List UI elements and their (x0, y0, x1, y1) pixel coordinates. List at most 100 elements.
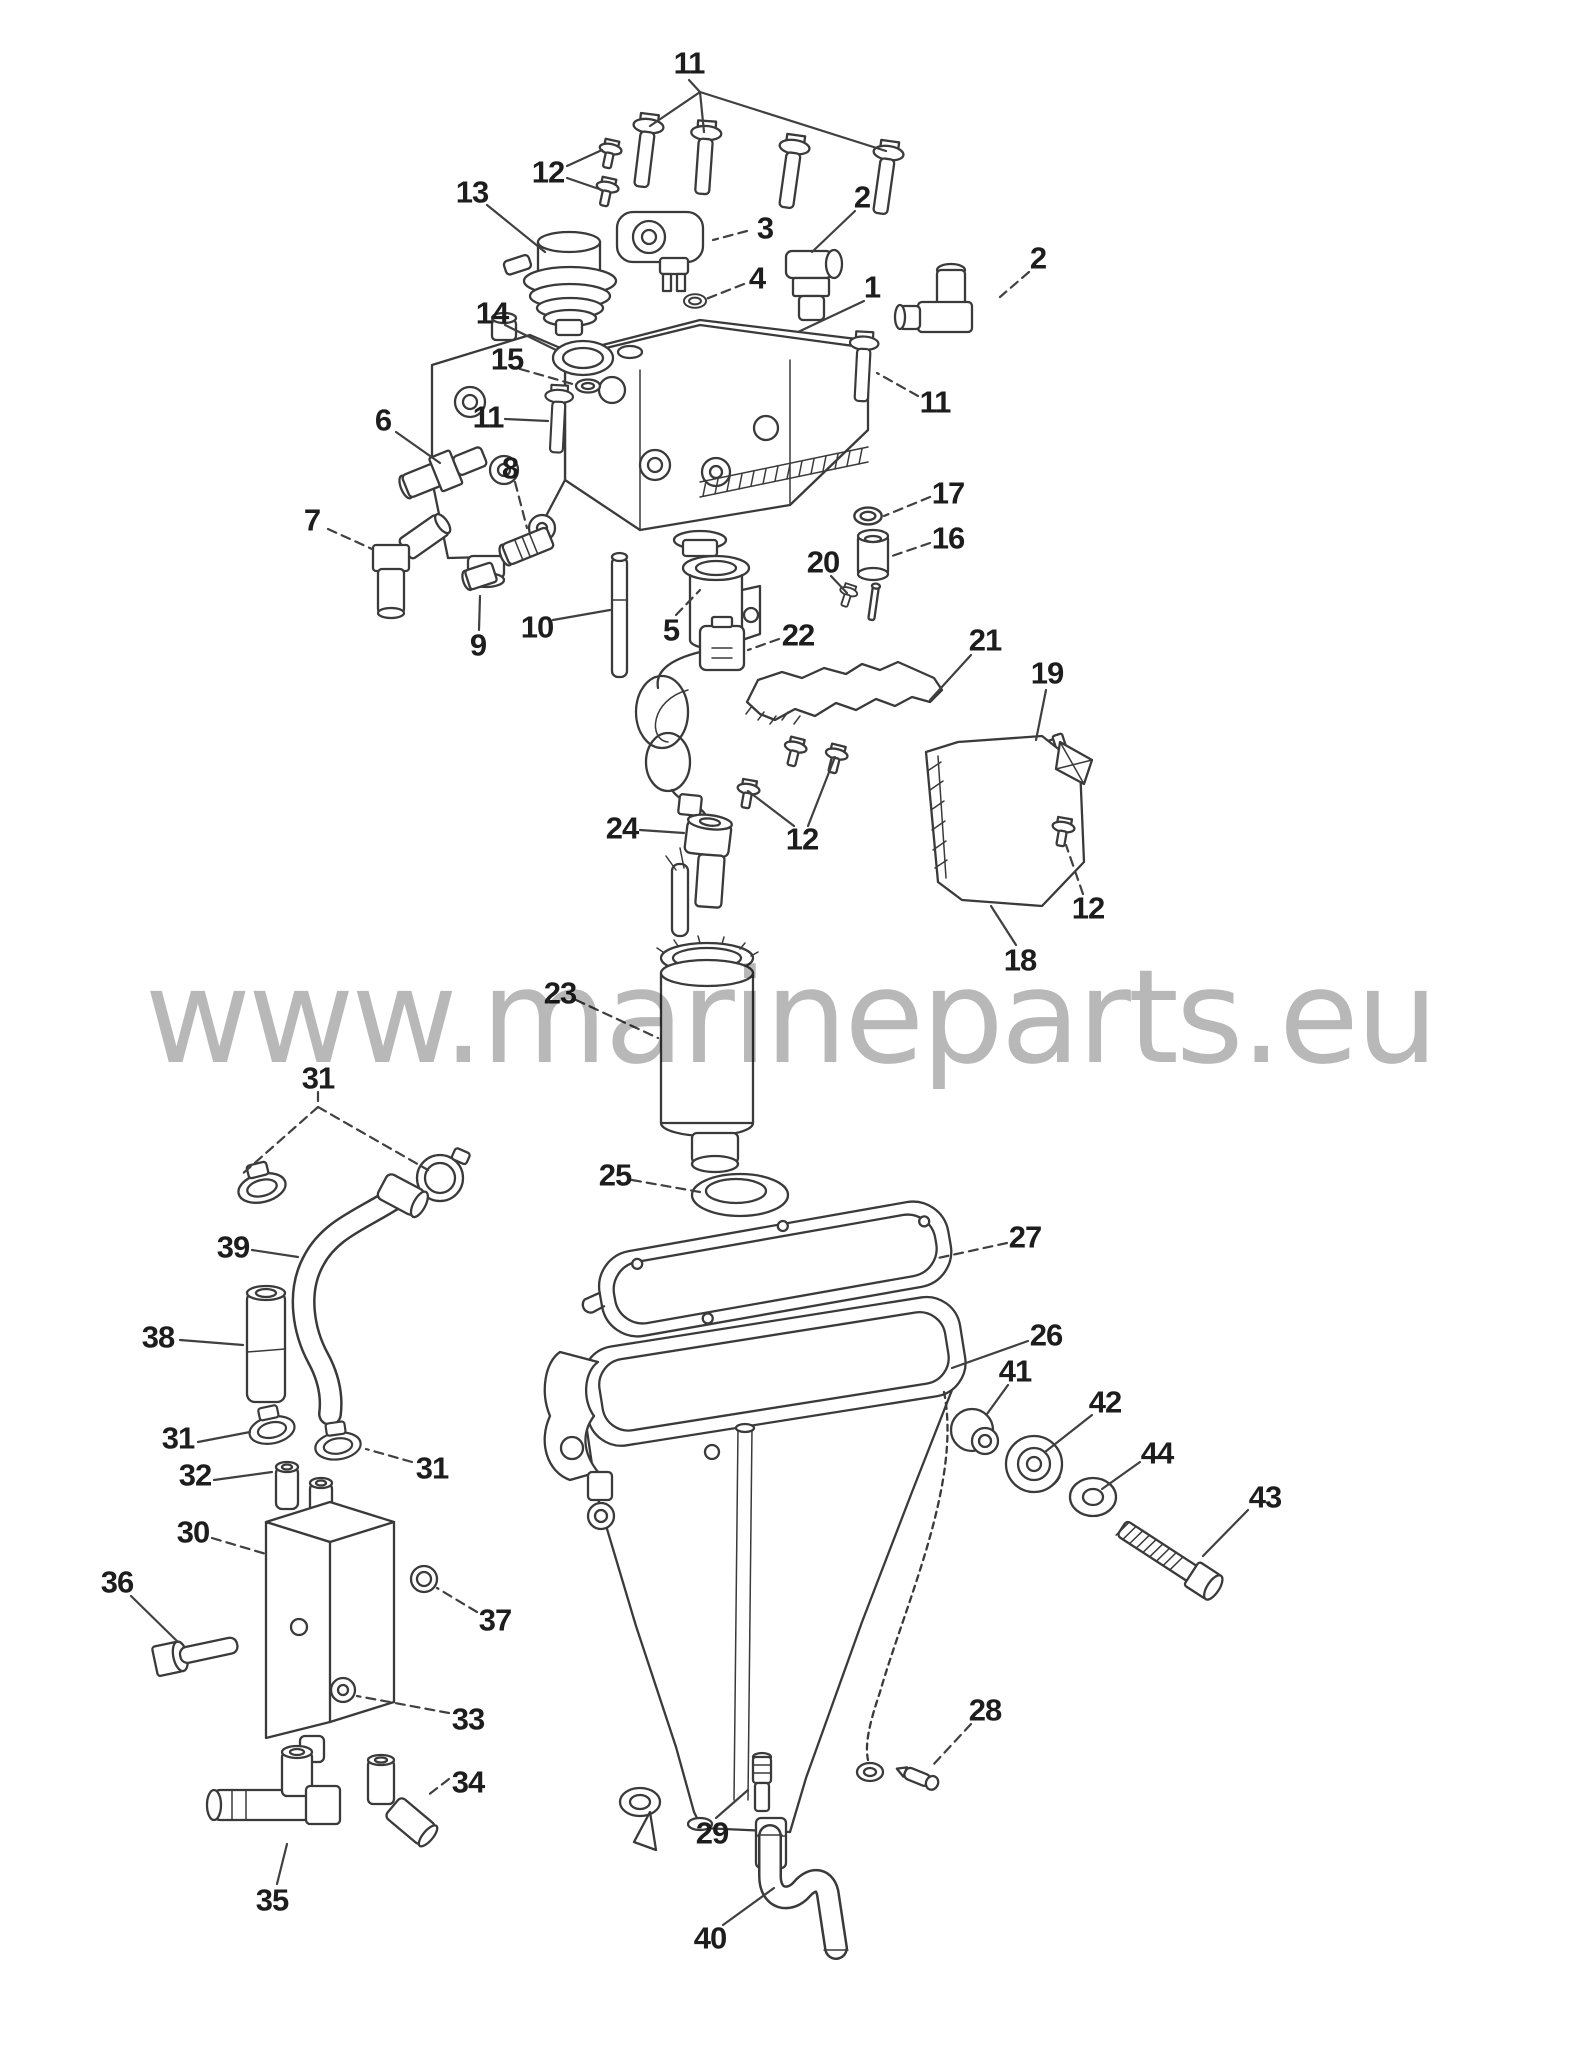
part-pin-28 (895, 1766, 940, 1791)
part-fitting-7 (371, 513, 452, 620)
callout-21: 21 (969, 623, 1002, 658)
part-nipple-32 (274, 1460, 334, 1527)
leader-line (829, 574, 849, 595)
leader-line (513, 480, 529, 530)
callout-41: 41 (999, 1354, 1032, 1389)
callout-12: 12 (1072, 891, 1104, 926)
callout-38: 38 (142, 1320, 175, 1355)
part-bolt-43 (1115, 1520, 1224, 1601)
leader-line (1064, 843, 1085, 896)
o-ring-icon (409, 1564, 439, 1594)
callout-2: 2 (1030, 241, 1046, 276)
part-canister-30 (264, 1500, 396, 1764)
part-elbow-fitting (893, 262, 974, 334)
leader-line (989, 904, 1018, 947)
callout-15: 15 (491, 342, 524, 377)
leader-line (875, 371, 920, 398)
hose-clamp-icon (243, 1400, 299, 1449)
part-filter-24 (677, 793, 733, 859)
o-ring-icon (853, 506, 883, 526)
part-bracket-5 (681, 554, 762, 651)
callout-30: 30 (177, 1515, 209, 1550)
callout-2: 2 (854, 180, 870, 215)
callout-37: 37 (479, 1603, 511, 1638)
leader-lines-layer (129, 78, 1250, 1927)
leader-line (985, 1383, 1010, 1416)
callout-1: 1 (864, 270, 881, 305)
leader-line (950, 1339, 1030, 1370)
leader-line (485, 203, 547, 254)
callout-11: 11 (920, 385, 952, 420)
callout-19: 19 (1031, 656, 1064, 691)
callout-25: 25 (599, 1158, 632, 1193)
part-tube-38 (245, 1284, 287, 1404)
screw-icon (733, 777, 763, 811)
callout-36: 36 (101, 1565, 134, 1600)
screw-icon (779, 734, 810, 770)
part-regulator (502, 230, 618, 337)
leader-line (714, 1788, 750, 1820)
callout-24: 24 (606, 811, 640, 846)
callout-43: 43 (1249, 1480, 1282, 1515)
leader-line (746, 637, 781, 652)
callout-4: 4 (749, 261, 767, 296)
callout-18: 18 (1004, 943, 1037, 978)
callout-5: 5 (663, 613, 680, 648)
screw-icon (591, 136, 625, 210)
leader-line (936, 1241, 1009, 1260)
leader-line (565, 148, 604, 168)
part-tank-26 (543, 1295, 967, 1870)
leader-line (638, 828, 686, 835)
part-bolt-36 (151, 1636, 239, 1677)
part-solenoid-22 (656, 615, 746, 690)
leader-line (1034, 688, 1048, 742)
callout-31: 31 (302, 1061, 335, 1096)
leader-line (316, 1105, 430, 1172)
leader-line (425, 1777, 451, 1798)
part-hose-39 (291, 1173, 430, 1426)
part-tee-35 (205, 1744, 342, 1826)
callout-40: 40 (694, 1921, 726, 1956)
leader-line (250, 1248, 300, 1259)
leader-line (711, 229, 749, 242)
callout-42: 42 (1089, 1385, 1121, 1420)
leader-line (674, 588, 702, 617)
callout-22: 22 (782, 618, 814, 653)
leader-line (930, 1722, 973, 1768)
part-grommet-41 (949, 1407, 1000, 1456)
leader-line (698, 90, 888, 153)
leader-line (746, 789, 796, 828)
leader-line (178, 1338, 245, 1347)
part-fitting-29 (751, 1751, 773, 1813)
leader-line (551, 608, 612, 622)
hose-clamp-icon (311, 1418, 364, 1464)
part-gasket (551, 339, 615, 394)
callout-20: 20 (807, 545, 839, 580)
part-fuel-pump-23 (656, 847, 759, 1174)
callout-12: 12 (786, 822, 818, 857)
leader-line (882, 495, 932, 518)
callout-44: 44 (1141, 1436, 1175, 1471)
part-gasket-27 (581, 1200, 953, 1338)
callout-34: 34 (452, 1765, 486, 1800)
callout-9: 9 (470, 628, 487, 663)
leader-line (210, 1536, 268, 1556)
part-vst-cover (430, 311, 870, 589)
leader-line (394, 430, 442, 465)
part-harness (634, 674, 707, 816)
callout-3: 3 (757, 211, 774, 246)
leader-line (326, 527, 374, 551)
callout-11: 11 (674, 46, 706, 81)
part-fitting-9 (461, 561, 498, 592)
leader-line (477, 594, 482, 632)
callout-8: 8 (502, 451, 519, 486)
callout-27: 27 (1009, 1220, 1041, 1255)
callout-31: 31 (416, 1451, 449, 1486)
callout-6: 6 (375, 403, 392, 438)
part-dipstick-10 (610, 551, 629, 679)
callout-29: 29 (696, 1816, 729, 1851)
leader-line (435, 1586, 479, 1614)
callout-31: 31 (162, 1421, 195, 1456)
part-fitting-8 (498, 526, 555, 567)
